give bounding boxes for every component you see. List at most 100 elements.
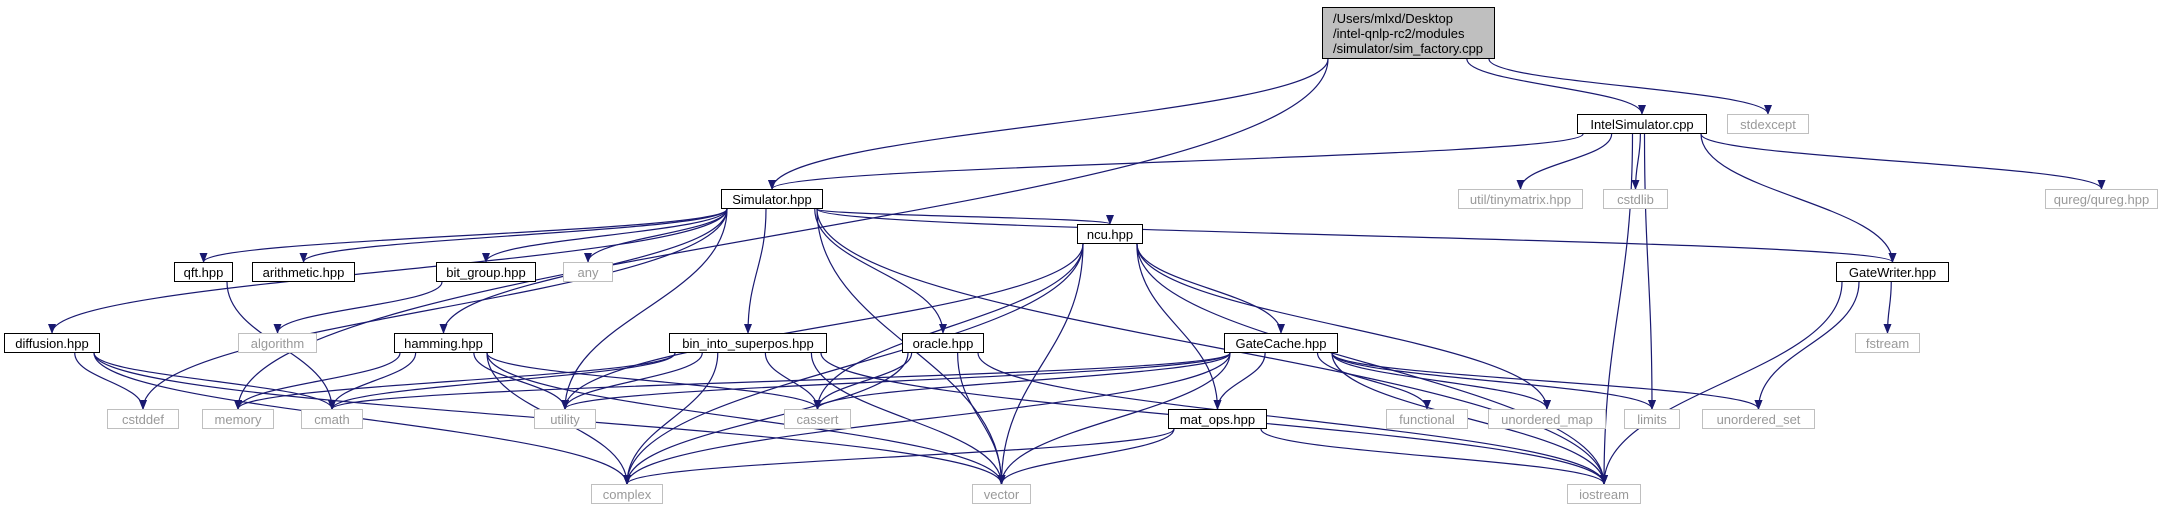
- node-label: bin_into_superpos.hpp: [682, 335, 814, 351]
- edge-ncu-to-utility: [561, 243, 1084, 410]
- node-gatewriter-hpp[interactable]: GateWriter.hpp: [1836, 262, 1949, 282]
- node-utility: utility: [534, 409, 596, 429]
- node-unordered-map: unordered_map: [1488, 409, 1606, 429]
- node-cmath: cmath: [301, 409, 363, 429]
- edge-intelsim-to-cstdlib: [1631, 133, 1641, 190]
- edge-intelsim-to-simulator: [768, 133, 1584, 190]
- edge-binsup-to-memory: [234, 352, 676, 410]
- node-label: GateCache.hpp: [1235, 335, 1327, 351]
- edge-simulator-to-any: [584, 208, 728, 263]
- node-label: memory: [214, 411, 262, 427]
- edge-ncu-to-cassert: [813, 243, 1084, 410]
- node-label: mat_ops.hpp: [1179, 411, 1256, 427]
- node-label: cassert: [796, 411, 839, 427]
- edge-oracle-to-vector: [957, 352, 1006, 485]
- edge-ncu-to-complex: [623, 243, 1084, 485]
- node-label: cstdlib: [1617, 191, 1654, 207]
- node-vector: vector: [972, 484, 1031, 504]
- node-label: utility: [550, 411, 580, 427]
- node-qureg-hpp: qureg/qureg.hpp: [2045, 189, 2158, 209]
- edge-simulator-to-bitgroup: [482, 208, 728, 263]
- edge-bitgroup-to-algorithm: [273, 281, 443, 334]
- node-label: Simulator.hpp: [732, 191, 812, 207]
- edge-gatecache-to-functional: [1316, 352, 1431, 410]
- node-label: diffusion.hpp: [15, 335, 89, 351]
- node-label: /Users/mlxd/Desktop /intel-qnlp-rc2/modu…: [1333, 10, 1484, 56]
- node-label: complex: [602, 486, 652, 502]
- node-hamming-hpp[interactable]: hamming.hpp: [394, 333, 493, 353]
- node-functional: functional: [1386, 409, 1468, 429]
- edge-simulator-to-iostream: [816, 208, 1608, 485]
- node-label: qft.hpp: [183, 264, 224, 280]
- edge-matops-to-vector: [997, 428, 1175, 485]
- node-label: qureg/qureg.hpp: [2053, 191, 2150, 207]
- edge-matops-to-iostream: [1260, 428, 1608, 485]
- edge-intelsim-to-tinymatrix: [1516, 133, 1613, 190]
- edge-ncu-to-gatecache: [1136, 243, 1285, 334]
- edge-matops-to-complex: [623, 428, 1175, 485]
- node-bin-into-superpos-hpp[interactable]: bin_into_superpos.hpp: [669, 333, 827, 353]
- edge-gatecache-to-limits: [1331, 352, 1656, 410]
- node-label: unordered_set: [1716, 411, 1801, 427]
- edge-gatecache-to-utility: [561, 352, 1231, 410]
- node-mat-ops-hpp[interactable]: mat_ops.hpp: [1168, 409, 1267, 429]
- edge-binsup-to-vector: [810, 352, 1006, 485]
- edge-gatewriter-to-iostream: [1600, 281, 1843, 485]
- edge-binsup-to-utility: [561, 352, 703, 410]
- edge-gatewriter-to-fstream: [1883, 281, 1892, 334]
- edge-root-to-memory: [234, 58, 1329, 410]
- node-unordered-set: unordered_set: [1702, 409, 1815, 429]
- node-diffusion-hpp[interactable]: diffusion.hpp: [4, 333, 100, 353]
- edge-simulator-to-cstddef: [139, 208, 728, 410]
- node-label: cmath: [314, 411, 350, 427]
- node-intel-simulator-cpp[interactable]: IntelSimulator.cpp: [1577, 114, 1707, 134]
- edge-gatecache-to-iostream: [1331, 352, 1608, 485]
- node-arithmetic-hpp[interactable]: arithmetic.hpp: [252, 262, 355, 282]
- edge-intelsim-to-limits: [1643, 133, 1656, 410]
- edge-simulator-to-arithmetic: [299, 208, 728, 263]
- edge-diffusion-to-cmath: [93, 352, 336, 410]
- node-cstddef: cstddef: [107, 409, 179, 429]
- node-label: any: [577, 264, 599, 280]
- edge-gatecache-to-complex: [623, 352, 1231, 485]
- node-label: iostream: [1579, 486, 1629, 502]
- edge-intelsim-to-qureg: [1700, 133, 2106, 190]
- edge-ncu-to-unordered_map: [1136, 243, 1551, 410]
- node-util-tinymatrix-hpp: util/tinymatrix.hpp: [1458, 189, 1583, 209]
- node-label: functional: [1399, 411, 1455, 427]
- node-ncu-hpp[interactable]: ncu.hpp: [1077, 224, 1143, 244]
- node-gatecache-hpp[interactable]: GateCache.hpp: [1224, 333, 1338, 353]
- node-label: util/tinymatrix.hpp: [1469, 191, 1572, 207]
- node-label: hamming.hpp: [404, 335, 483, 351]
- edge-intelsim-to-gatewriter: [1700, 133, 1897, 263]
- edge-simulator-to-gatewriter: [816, 208, 1897, 263]
- edge-gatecache-to-matops: [1213, 352, 1266, 410]
- edge-simulator-to-binsup: [744, 208, 767, 334]
- node-qft-hpp[interactable]: qft.hpp: [174, 262, 233, 282]
- node-any: any: [563, 262, 613, 282]
- edge-gatecache-to-unordered_set: [1331, 352, 1763, 410]
- node-bit-group-hpp[interactable]: bit_group.hpp: [436, 262, 536, 282]
- edge-root-to-stdexcept: [1488, 58, 1772, 115]
- node-label: algorithm: [250, 335, 305, 351]
- node-cassert: cassert: [784, 409, 851, 429]
- edge-gatecache-to-cassert: [813, 352, 1231, 410]
- edge-oracle-to-complex: [623, 352, 909, 485]
- edge-binsup-to-complex: [623, 352, 719, 485]
- edge-hamming-to-memory: [234, 352, 401, 410]
- node-stdexcept: stdexcept: [1727, 114, 1809, 134]
- node-label: arithmetic.hpp: [262, 264, 345, 280]
- edge-binsup-to-cmath: [328, 352, 676, 410]
- node-fstream: fstream: [1855, 333, 1920, 353]
- edge-hamming-to-cassert: [486, 352, 822, 410]
- node-label: oracle.hpp: [912, 335, 974, 351]
- edge-root-to-intelsim: [1466, 58, 1646, 115]
- edge-ncu-to-vector: [997, 243, 1084, 485]
- edge-diffusion-to-cstddef: [74, 352, 147, 410]
- node-oracle-hpp[interactable]: oracle.hpp: [902, 333, 984, 353]
- node-simulator-hpp[interactable]: Simulator.hpp: [721, 189, 823, 209]
- node-label: IntelSimulator.cpp: [1590, 116, 1694, 132]
- node-label: cstddef: [122, 411, 164, 427]
- node-sim-factory-cpp: /Users/mlxd/Desktop /intel-qnlp-rc2/modu…: [1322, 7, 1495, 59]
- edge-simulator-to-qft: [199, 208, 728, 263]
